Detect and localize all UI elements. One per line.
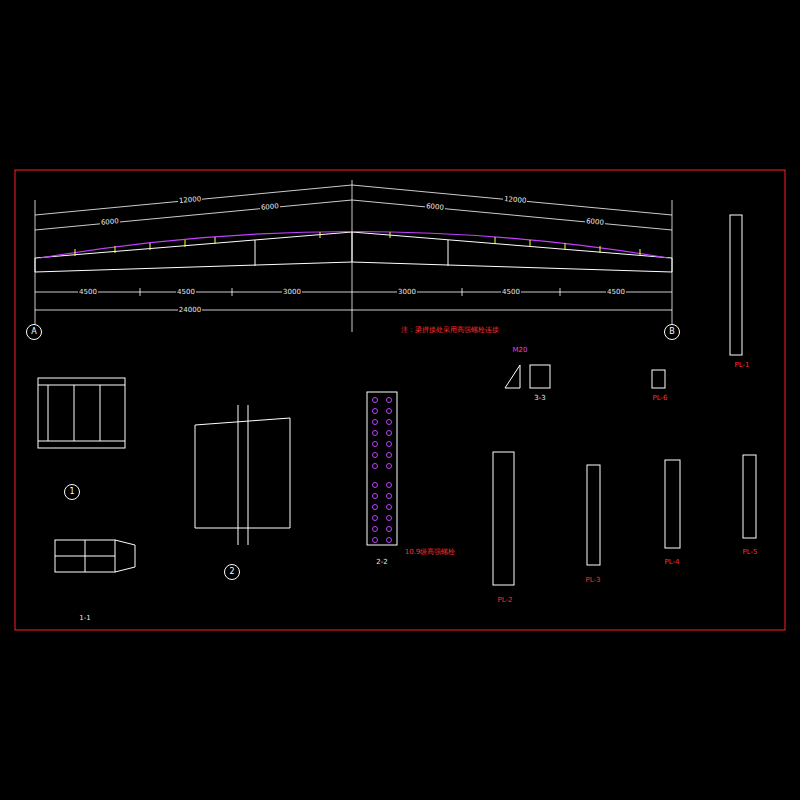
drawing-label: 1-1 bbox=[78, 615, 91, 622]
bolt-hole bbox=[373, 420, 378, 425]
drawing-label: 24000 bbox=[178, 307, 202, 314]
bolt-hole bbox=[373, 527, 378, 532]
drawing-label: 6000 bbox=[425, 203, 445, 212]
detail-1 bbox=[38, 378, 125, 448]
drawing-label: PL-6 bbox=[652, 395, 669, 402]
beam-elevation bbox=[35, 232, 672, 272]
bolt-hole bbox=[373, 505, 378, 510]
bolt-hole bbox=[373, 494, 378, 499]
bolt-hole bbox=[387, 505, 392, 510]
bubble-label: 1 bbox=[69, 488, 74, 496]
drawing-label: 6000 bbox=[100, 218, 120, 227]
bubble-label: B bbox=[669, 328, 675, 336]
axis-bubble: A bbox=[26, 324, 42, 340]
drawing-label: 3000 bbox=[282, 289, 302, 296]
drawing-label: PL-5 bbox=[742, 549, 759, 556]
axis-bubble: B bbox=[664, 324, 680, 340]
bolt-hole bbox=[373, 483, 378, 488]
drawing-label: 12000 bbox=[178, 195, 203, 204]
dimension-lines bbox=[35, 180, 672, 332]
drawing-label: 3000 bbox=[397, 289, 417, 296]
drawing-label: 2-2 bbox=[375, 559, 388, 566]
bottom-flange bbox=[35, 262, 672, 272]
section-1-1 bbox=[55, 540, 135, 572]
purlin-marks bbox=[75, 232, 640, 256]
drawing-label: PL-3 bbox=[585, 577, 602, 584]
bolt-hole bbox=[387, 516, 392, 521]
drawing-label: 12000 bbox=[503, 195, 528, 204]
bolt-hole bbox=[387, 398, 392, 403]
bolt-hole bbox=[373, 431, 378, 436]
bolt-hole bbox=[387, 538, 392, 543]
drawing-label: 4500 bbox=[78, 289, 98, 296]
bolt-hole bbox=[387, 442, 392, 447]
axis-bubble: 1 bbox=[64, 484, 80, 500]
drawing-label: 6000 bbox=[260, 203, 280, 212]
drawing-label: 6000 bbox=[585, 218, 605, 227]
bolt-hole bbox=[373, 409, 378, 414]
splice bbox=[448, 240, 449, 266]
bolt-hole bbox=[387, 483, 392, 488]
drawing-label: 4500 bbox=[606, 289, 626, 296]
bolt-hole bbox=[387, 453, 392, 458]
bolt-hole bbox=[373, 442, 378, 447]
bolt-hole bbox=[387, 464, 392, 469]
drawing-label: 10.9级高强螺栓 bbox=[404, 549, 457, 556]
drawing-frame bbox=[15, 170, 785, 630]
bolt-hole bbox=[387, 420, 392, 425]
top-flange bbox=[35, 232, 672, 258]
drawing-label: 注：梁拼接处采用高强螺栓连接 bbox=[400, 327, 500, 334]
bubble-label: A bbox=[31, 328, 36, 336]
plates bbox=[493, 215, 756, 585]
bolt-hole bbox=[373, 538, 378, 543]
drawing-label: 3-3 bbox=[533, 395, 546, 402]
bolt-hole bbox=[373, 516, 378, 521]
drawing-label: PL-2 bbox=[497, 597, 514, 604]
bolt-hole bbox=[373, 464, 378, 469]
detail-2-splice bbox=[195, 405, 290, 545]
bolt-hole bbox=[373, 453, 378, 458]
bolt-hole bbox=[387, 527, 392, 532]
splice bbox=[255, 240, 256, 266]
drawing-label: M20 bbox=[512, 347, 529, 354]
axis-bubble: 2 bbox=[224, 564, 240, 580]
drawing-label: 4500 bbox=[176, 289, 196, 296]
bolt-hole bbox=[373, 398, 378, 403]
bolt-hole bbox=[387, 409, 392, 414]
drawing-label: PL-4 bbox=[664, 559, 681, 566]
bolt-hole bbox=[387, 494, 392, 499]
bolt-group bbox=[373, 398, 392, 543]
drawing-label: 4500 bbox=[501, 289, 521, 296]
bolt-plate bbox=[367, 392, 397, 545]
camber-curve bbox=[40, 232, 668, 259]
bolt-hole bbox=[387, 431, 392, 436]
drawing-label: PL-1 bbox=[734, 362, 751, 369]
bubble-label: 2 bbox=[229, 568, 234, 576]
